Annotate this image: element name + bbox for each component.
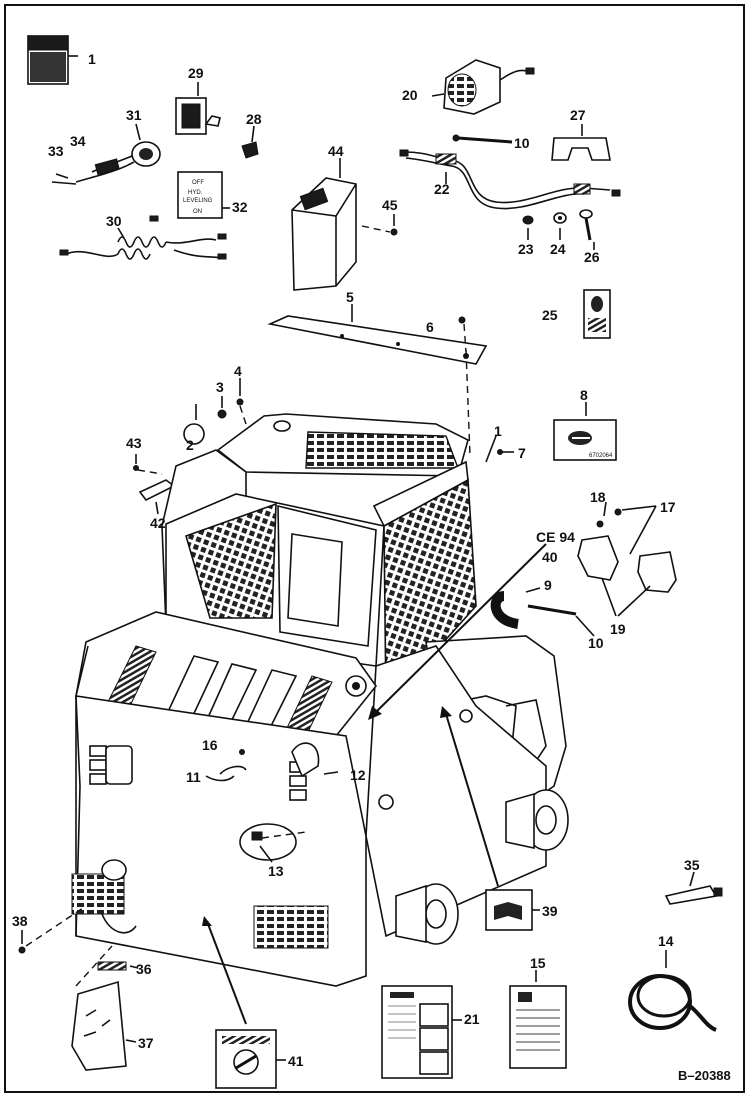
callout-17: 17 [660,499,676,515]
parts-diagram: OFF HYD. LEVELING ON [4,4,745,1093]
callout-39: 39 [542,903,558,919]
callout-32: 32 [232,199,248,215]
callout-27: 27 [570,107,586,123]
callout-36: 36 [136,961,152,977]
callout-25: 25 [542,307,558,323]
part-41-decal [202,916,286,1089]
callout-1-cab: 1 [494,423,502,439]
part-31-buzzer [51,123,161,185]
decal-8-code: 6702064 [589,453,613,459]
callout-19: 19 [610,621,626,637]
callout-24: 24 [550,241,566,257]
part-45-screw [361,214,398,236]
callout-21: 21 [464,1011,480,1027]
callout-30: 30 [106,213,122,229]
part-20-alarm [431,59,535,115]
part-2-plug [183,404,205,445]
figure-number: B–20388 [678,1068,731,1083]
callout-14: 14 [658,933,674,949]
callout-7: 7 [518,445,526,461]
callout-29: 29 [188,65,204,81]
callout-42: 42 [150,515,166,531]
part-22-harness [399,149,621,210]
part-6-screw [458,316,467,353]
switch-text-hyd: HYD. [188,190,203,196]
part-29-toggle-switch [175,82,221,135]
part-37-guard [71,945,137,1071]
part-11-clip [205,775,235,782]
loader-frame [71,413,569,987]
callout-37: 37 [138,1035,154,1051]
callout-33: 33 [48,143,64,159]
callout-38: 38 [12,913,28,929]
part-10-bolt-upper [452,134,513,144]
part-8-decal: 6702064 [553,402,617,461]
part-12-latch [291,742,339,778]
callout-40: 40 [542,549,558,565]
callout-16: 16 [202,737,218,753]
callout-3: 3 [216,379,224,395]
callout-8: 8 [580,387,588,403]
callout-6: 6 [426,319,434,335]
wheel-hub-rear [505,789,569,851]
callout-15: 15 [530,955,546,971]
part-32-switch-decal: OFF HYD. LEVELING ON [177,171,230,219]
switch-text-off: OFF [192,180,204,186]
part-9-elbow [490,587,541,629]
part-5-plate [267,304,488,365]
wheel-hub-front [395,883,459,945]
part-17-covers [577,501,677,617]
part-21-manual [381,985,462,1079]
part-7-screw [497,449,514,455]
callout-2: 2 [186,437,194,453]
callout-4: 4 [234,363,242,379]
callout-ce: CE 94 [536,529,575,545]
switch-text-on: ON [193,209,202,215]
part-39-manual [440,706,540,931]
callout-44: 44 [328,143,344,159]
callout-22: 22 [434,181,450,197]
part-1-relay [27,35,78,85]
part-14-hose [628,950,717,1032]
callout-1: 1 [88,51,96,67]
switch-text-leveling: LEVELING [183,198,213,204]
callout-9: 9 [544,577,552,593]
callout-28: 28 [246,111,262,127]
callout-12: 12 [350,767,366,783]
part-3-washer [217,396,227,419]
callout-18: 18 [590,489,606,505]
part-23-nut [522,215,534,240]
callout-35: 35 [684,857,700,873]
part-10-pin-lower [527,604,595,637]
callout-41: 41 [288,1053,304,1069]
callout-13: 13 [268,863,284,879]
part-28-bolt [241,125,259,159]
part-30-harness [59,215,227,260]
callout-26: 26 [584,249,600,265]
callout-43: 43 [126,435,142,451]
part-24-washer [553,212,567,240]
callout-11: 11 [186,769,201,785]
part-27-bracket [551,124,611,161]
part-25-decal [583,289,611,339]
callout-34: 34 [70,133,86,149]
callout-23: 23 [518,241,534,257]
part-44-cover [291,158,357,291]
part-16-clip [219,749,247,775]
part-15-decal [509,970,567,1069]
callout-5: 5 [346,289,354,305]
part-38-bolt [18,905,87,954]
callout-40-arrow [368,543,547,720]
part-26-bolt [579,209,595,250]
part-43-screw [133,454,163,475]
part-13-latch [251,831,307,863]
callout-45: 45 [382,197,398,213]
part-36-spring [97,961,139,971]
diagram-svg: OFF HYD. LEVELING ON [12,35,731,1089]
callout-20: 20 [402,87,418,103]
callout-10-lower: 10 [588,635,604,651]
callout-31: 31 [126,107,142,123]
part-35-tube [664,871,723,905]
callout-10-upper: 10 [514,135,530,151]
